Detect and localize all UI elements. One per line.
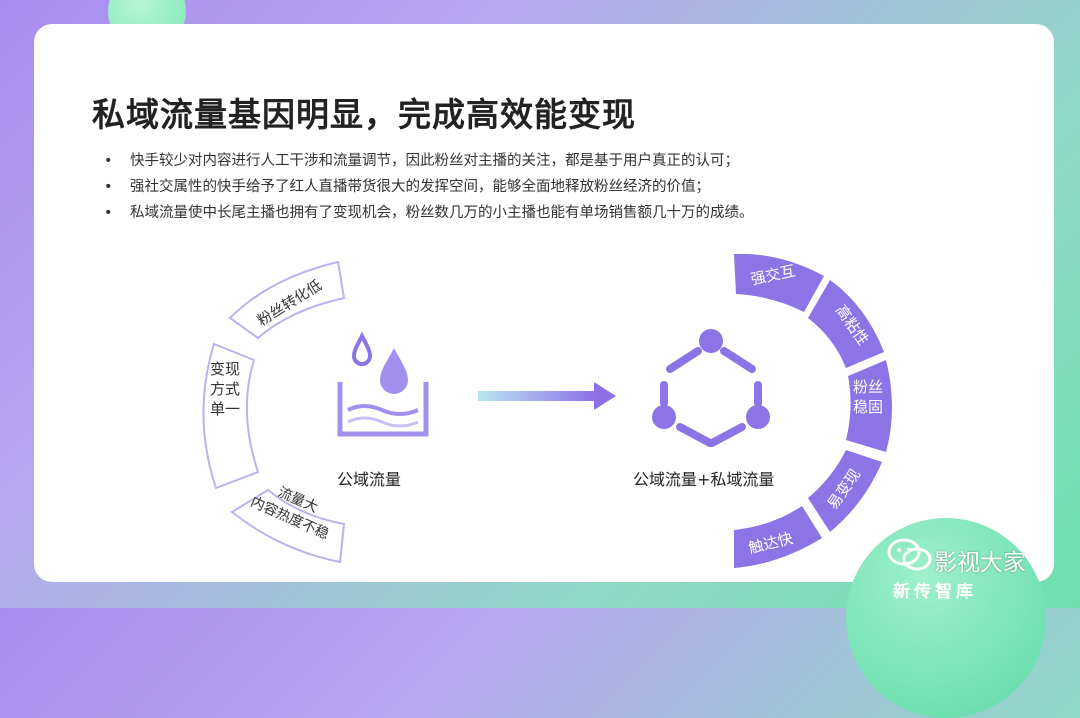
watermark-bottom: 新传智库 — [893, 582, 977, 602]
bullet-item: 私域流量使中长尾主播也拥有了变现机会，粉丝数几万的小主播也能有单场销售额几十万的… — [104, 200, 754, 226]
left-segment-outline-1 — [228, 260, 346, 340]
water-drop-icon — [337, 331, 429, 437]
left-segment-outline-3 — [230, 488, 346, 564]
watermark-top: 影视大家 — [934, 550, 1026, 576]
right-segment-5 — [734, 506, 822, 568]
arrow-right-icon — [478, 382, 616, 410]
left-segment-text-2: 变现方式单一 — [210, 360, 240, 418]
page-title: 私域流量基因明显，完成高效能变现 — [92, 95, 636, 134]
left-segment-outline-2 — [202, 342, 260, 490]
right-segment-3 — [846, 360, 892, 452]
public-traffic-label: 公域流量 — [337, 470, 402, 489]
right-segment-2 — [808, 280, 884, 368]
hexagon-network-icon — [652, 329, 770, 447]
right-segment-text-3: 粉丝稳固 — [853, 378, 883, 416]
bullet-item: 快手较少对内容进行人工干涉和流量调节，因此粉丝对主播的关注，都是基于用户真正的认… — [104, 148, 754, 174]
right-segment-4 — [808, 450, 882, 532]
bullet-item: 强社交属性的快手给予了红人直播带货很大的发挥空间，能够全面地释放粉丝经济的价值； — [104, 174, 754, 200]
combined-traffic-label: 公域流量+私域流量 — [633, 470, 775, 489]
content-card — [34, 24, 1054, 582]
right-segment-1 — [734, 253, 824, 312]
right-arc-diagram: 强交互 高粘性 粉丝稳固 易变现 触达快 — [734, 253, 892, 568]
wechat-icon — [887, 538, 932, 571]
left-arc-diagram: 粉丝转化低 变现方式单一 流量大内容热度不稳 — [202, 260, 346, 564]
bullet-list: 快手较少对内容进行人工干涉和流量调节，因此粉丝对主播的关注，都是基于用户真正的认… — [104, 148, 754, 226]
